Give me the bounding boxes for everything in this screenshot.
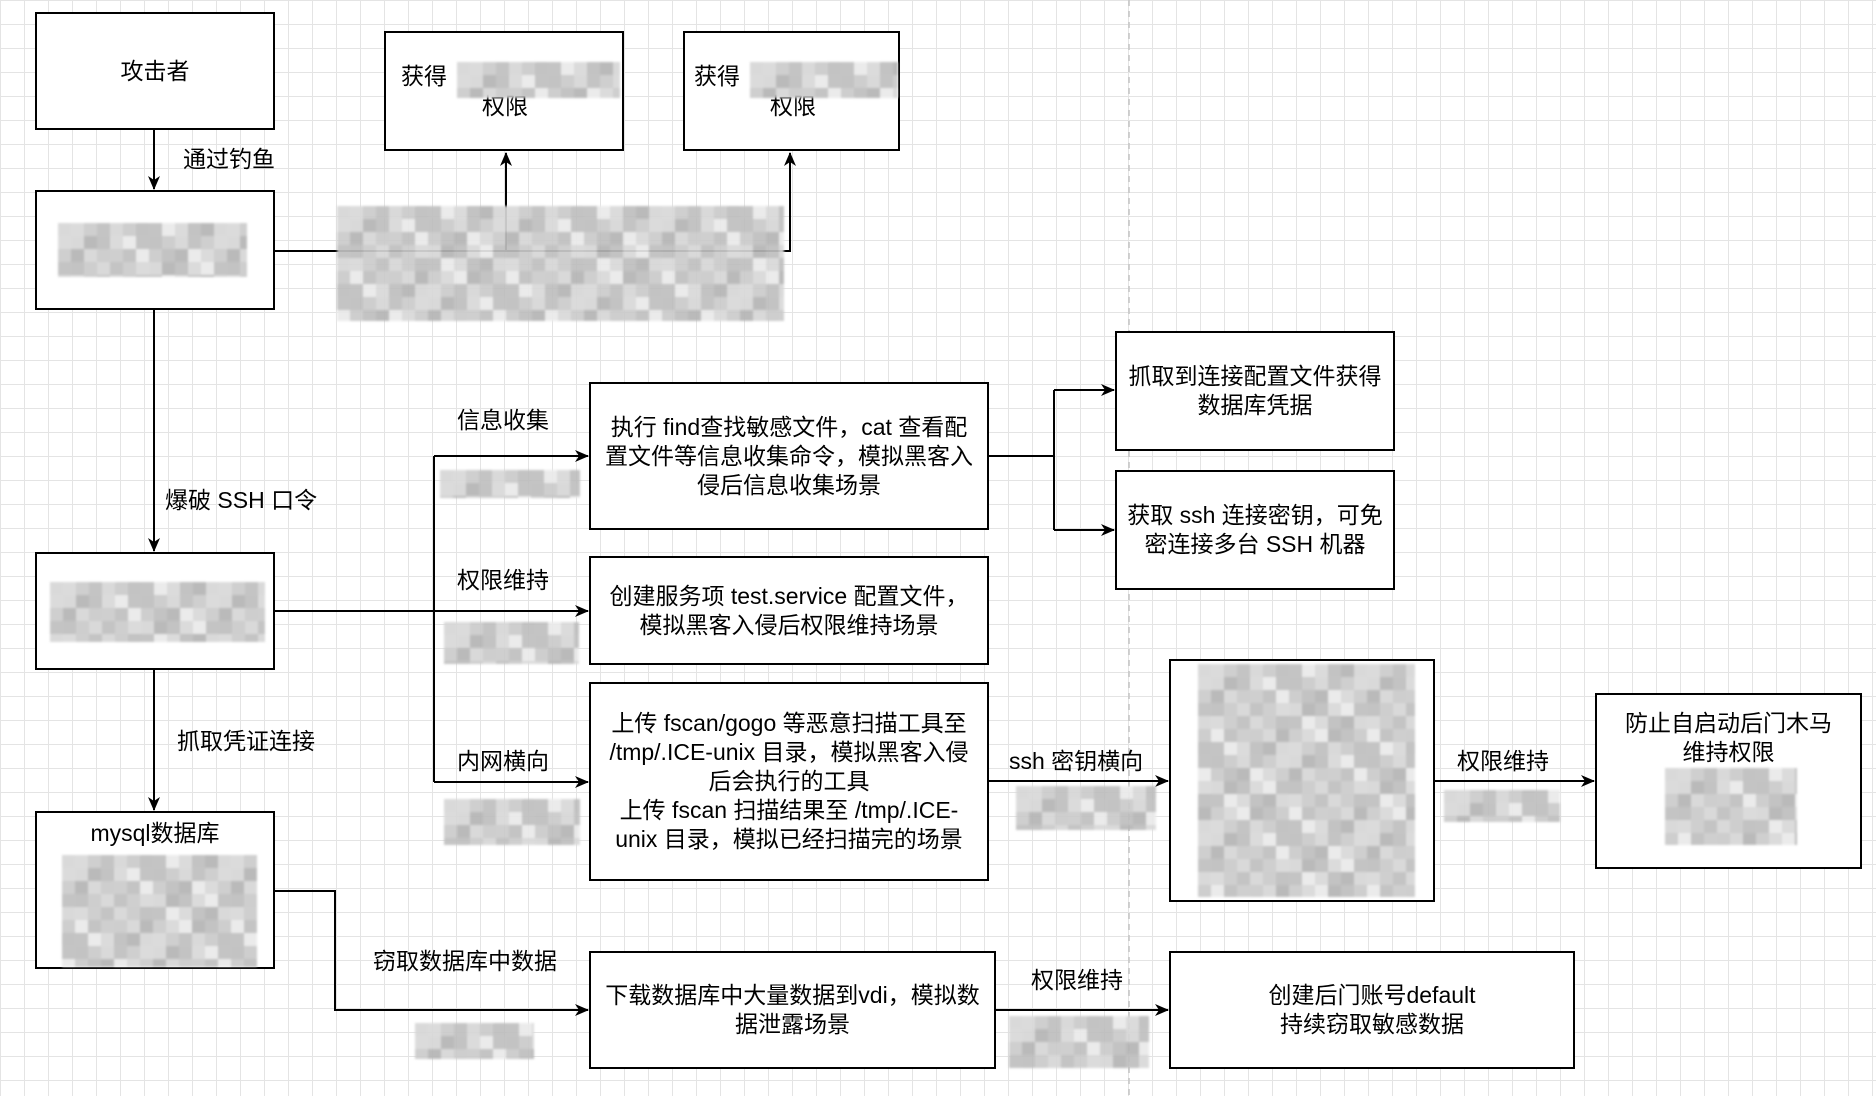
node-info-collect-line: 置文件等信息收集命令，模拟黑客入 [605, 442, 973, 469]
edge-label-persist-3: 权限维持 [1031, 967, 1123, 993]
node-exfil-line: 据泄露场景 [735, 1011, 850, 1037]
redacted-mosaic [58, 223, 247, 277]
edge-label-ssh-key-lateral: ssh 密钥横向 [1009, 748, 1144, 774]
edge-info-branch [989, 390, 1055, 530]
node-mysql: mysql数据库 [35, 811, 275, 969]
node-lateral-line: unix 目录，模拟已经扫描完的场景 [615, 826, 963, 852]
node-ssh-key-line: 获取 ssh 连接密钥，可免 [1127, 502, 1383, 528]
edge-label-info-gather: 信息收集 [457, 407, 549, 433]
node-lateral-line: 上传 fscan/gogo 等恶意扫描工具至 [611, 710, 967, 736]
edge-label-persist-2: 权限维持 [1457, 748, 1549, 774]
node-account-line: 持续窃取敏感数据 [1280, 1011, 1464, 1037]
node-phish-target [35, 190, 275, 310]
redacted-mosaic [444, 622, 579, 664]
redacted-mosaic [750, 62, 898, 98]
node-perm-a: 获得 权限 [384, 31, 624, 151]
node-host [1169, 659, 1435, 902]
node-info-collect-line: 执行 find查找敏感文件，cat 查看配 [610, 413, 968, 440]
node-lateral: 上传 fscan/gogo 等恶意扫描工具至 /tmp/.ICE-unix 目录… [589, 682, 989, 881]
node-perm-b-prefix: 获得 [694, 63, 740, 89]
redacted-mosaic [1198, 664, 1415, 897]
node-perm-a-prefix: 获得 [401, 63, 447, 89]
edge-mysql-to-exfil [275, 890, 589, 1016]
redacted-mosaic [50, 582, 265, 642]
node-backdoor-line: 维持权限 [1682, 739, 1775, 765]
node-db-cred: 抓取到连接配置文件获得 数据库凭据 [1115, 331, 1395, 451]
node-db-cred-line: 抓取到连接配置文件获得 [1128, 363, 1382, 389]
node-lateral-line: /tmp/.ICE-unix 目录，模拟黑客入侵 [609, 739, 969, 765]
redacted-mosaic [1009, 1016, 1149, 1068]
redacted-mosaic [457, 62, 620, 98]
node-lateral-line: 后会执行的工具 [708, 768, 870, 794]
node-persistence-line: 创建服务项 test.service 配置文件， [609, 582, 969, 609]
node-backdoor: 防止自启动后门木马 维持权限 [1595, 693, 1862, 869]
redacted-mosaic [415, 1023, 534, 1059]
edge-label-cred-grab: 抓取凭证连接 [177, 728, 315, 754]
redacted-mosaic [444, 799, 580, 845]
redacted-mosaic [1444, 790, 1560, 822]
node-ssh-key: 获取 ssh 连接密钥，可免 密连接多台 SSH 机器 [1115, 470, 1395, 590]
node-backdoor-line: 防止自启动后门木马 [1625, 710, 1832, 736]
node-perm-b: 获得 权限 [683, 31, 900, 151]
node-exfil-line: 下载数据库中大量数据到vdi，模拟数 [605, 982, 980, 1008]
redacted-mosaic [440, 470, 580, 498]
node-lateral-line: 上传 fscan 扫描结果至 /tmp/.ICE- [619, 797, 959, 823]
redacted-mosaic [62, 855, 257, 967]
node-ssh-target [35, 552, 275, 670]
node-db-cred-line: 数据库凭据 [1197, 392, 1313, 418]
node-info-collect-line: 侵后信息收集场景 [697, 471, 881, 498]
redacted-mosaic [1016, 786, 1156, 830]
node-attacker-label: 攻击者 [120, 57, 190, 84]
edge-label-lateral-move: 内网横向 [457, 748, 549, 774]
node-mysql-label: mysql数据库 [90, 820, 220, 846]
node-exfil: 下载数据库中大量数据到vdi，模拟数 据泄露场景 [589, 951, 996, 1069]
node-persistence-line: 模拟黑客入侵后权限维持场景 [639, 611, 939, 638]
node-account: 创建后门账号default 持续窃取敏感数据 [1169, 951, 1575, 1069]
node-attacker: 攻击者 [35, 12, 275, 130]
node-account-line: 创建后门账号default [1268, 982, 1476, 1008]
edge-label-steal-data: 窃取数据库中数据 [373, 948, 557, 974]
edge-label-persist-1: 权限维持 [457, 567, 549, 593]
redacted-mosaic [337, 206, 784, 321]
redacted-mosaic [1665, 768, 1797, 845]
node-ssh-key-line: 密连接多台 SSH 机器 [1144, 531, 1366, 557]
node-info-collect: 执行 find查找敏感文件，cat 查看配 置文件等信息收集命令，模拟黑客入 侵… [589, 382, 989, 530]
edge-label-ssh-brute: 爆破 SSH 口令 [165, 487, 318, 513]
node-persistence: 创建服务项 test.service 配置文件， 模拟黑客入侵后权限维持场景 [589, 556, 989, 665]
edge-label-phishing: 通过钓鱼 [183, 146, 275, 172]
